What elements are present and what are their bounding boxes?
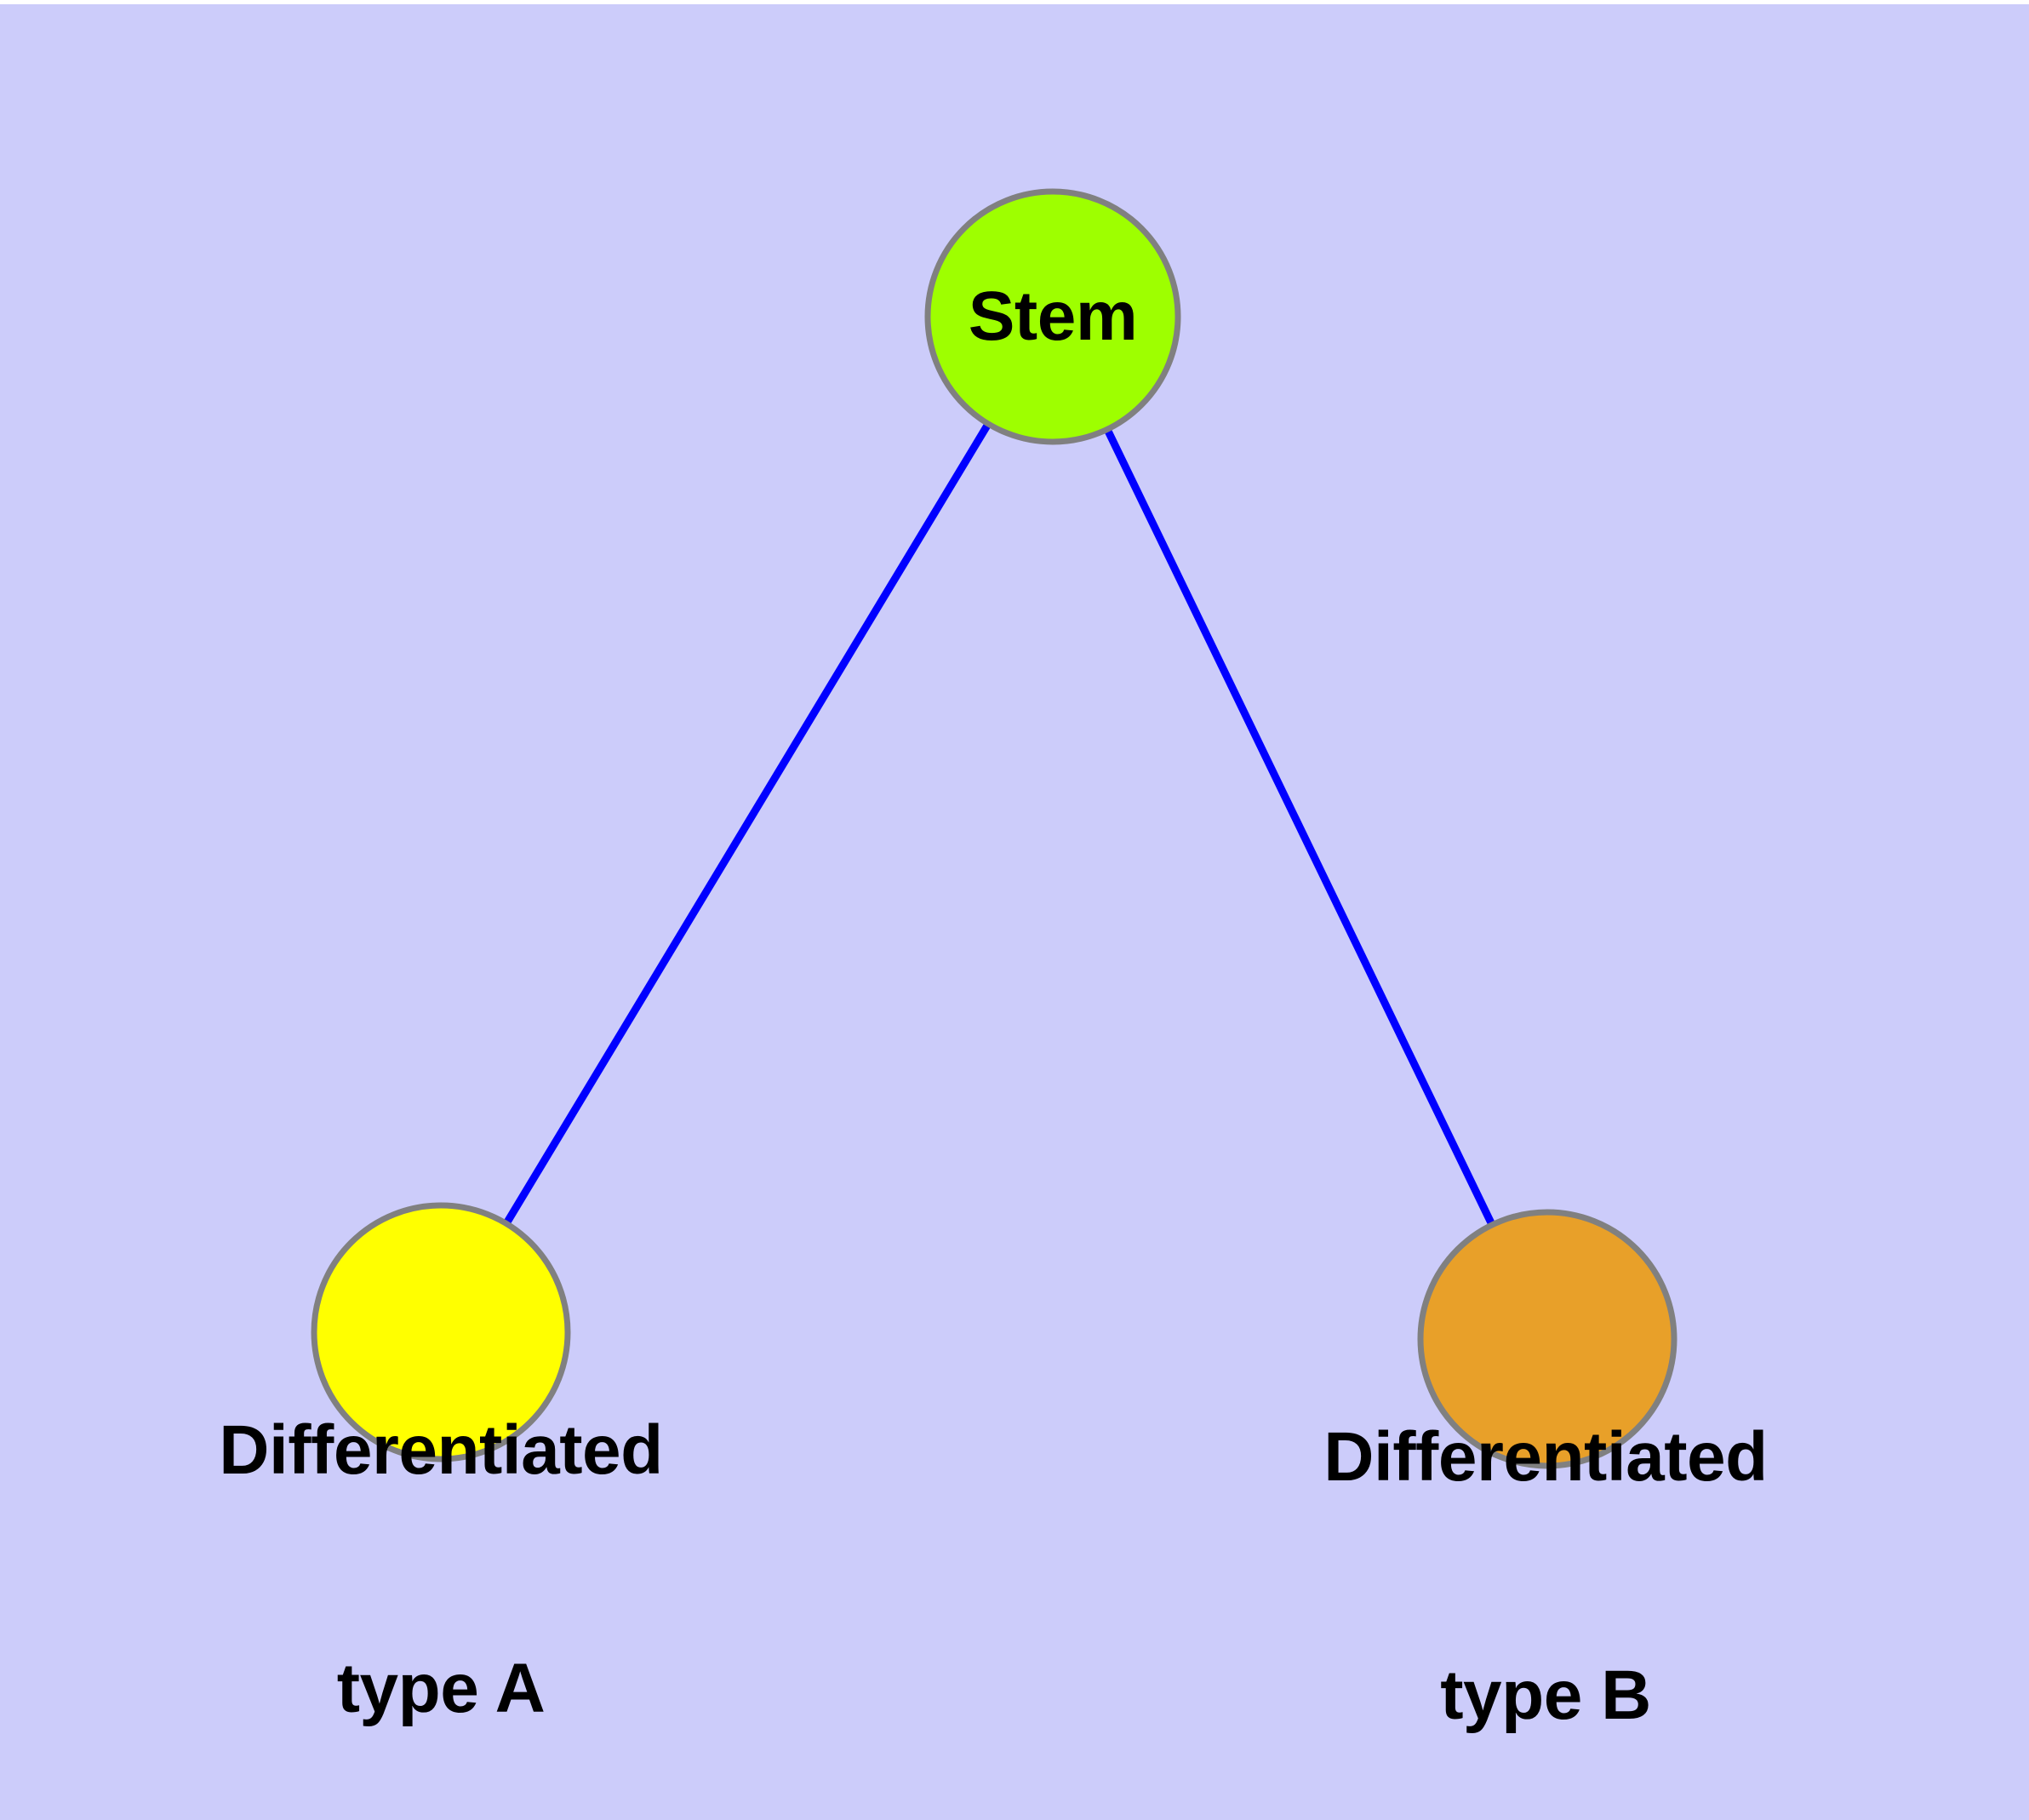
edge-stem-to-differentiated-type-b[interactable] bbox=[1049, 315, 1552, 1341]
edge-layer bbox=[437, 314, 1552, 1341]
edge-stem-to-differentiated-type-a[interactable] bbox=[437, 314, 1056, 1335]
node-layer bbox=[311, 188, 1677, 1469]
node-differentiated-type-b[interactable] bbox=[1417, 1209, 1677, 1469]
node-differentiated-type-a[interactable] bbox=[311, 1202, 571, 1462]
node-stem[interactable] bbox=[924, 188, 1181, 445]
